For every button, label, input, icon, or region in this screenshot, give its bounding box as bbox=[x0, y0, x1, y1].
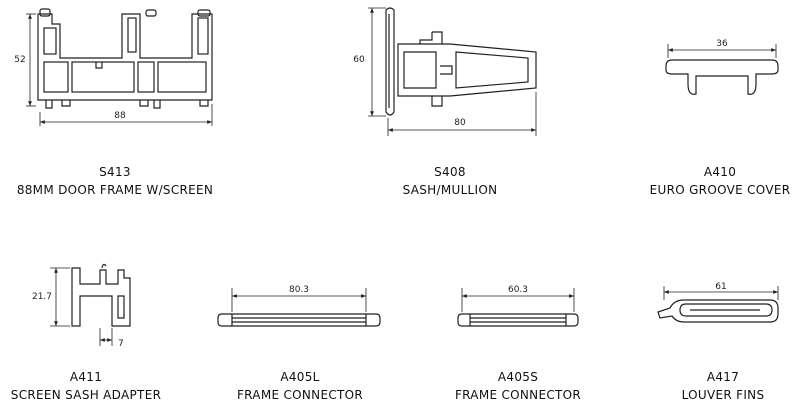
caption-a417: A417 LOUVER FINS bbox=[648, 368, 798, 404]
a411-dimensions bbox=[50, 267, 113, 346]
a405l-dimensions bbox=[231, 288, 367, 312]
s413-drawing bbox=[37, 8, 213, 109]
caption-code: A405S bbox=[497, 370, 539, 384]
s408-dim-width: 80 bbox=[454, 118, 466, 128]
caption-a411: A411 SCREEN SASH ADAPTER bbox=[0, 368, 172, 404]
a417-drawing bbox=[657, 299, 779, 323]
caption-code: S413 bbox=[99, 165, 131, 179]
a405l-dim-width: 80.3 bbox=[289, 285, 309, 295]
s413-dimensions bbox=[26, 13, 213, 126]
a417-dimensions bbox=[663, 286, 779, 300]
s408-dim-height: 60 bbox=[353, 55, 365, 65]
caption-a405l: A405L FRAME CONNECTOR bbox=[222, 368, 378, 404]
caption-code: A417 bbox=[706, 370, 740, 384]
s413-dim-width: 88 bbox=[114, 111, 126, 121]
caption-code: A405L bbox=[280, 370, 320, 384]
a410-dim-width: 36 bbox=[716, 39, 728, 49]
caption-s413: S413 88MM DOOR FRAME W/SCREEN bbox=[0, 163, 230, 199]
s408-drawing bbox=[385, 7, 537, 116]
caption-name: SASH/MULLION bbox=[402, 183, 498, 197]
caption-code: A411 bbox=[69, 370, 103, 384]
caption-name: FRAME CONNECTOR bbox=[454, 388, 582, 402]
a405s-dim-width: 60.3 bbox=[508, 285, 528, 295]
a417-dim-width: 61 bbox=[715, 282, 726, 292]
caption-code: S408 bbox=[434, 165, 466, 179]
caption-name: FRAME CONNECTOR bbox=[236, 388, 364, 402]
a411-dim-width: 7 bbox=[118, 339, 124, 349]
s408-dimensions bbox=[368, 7, 537, 136]
a405l-drawing bbox=[217, 313, 381, 327]
a410-drawing bbox=[665, 59, 779, 95]
caption-name: LOUVER FINS bbox=[681, 388, 765, 402]
caption-a410: A410 EURO GROOVE COVER bbox=[640, 163, 800, 199]
caption-s408: S408 SASH/MULLION bbox=[360, 163, 540, 199]
a405s-dimensions bbox=[461, 288, 575, 312]
caption-name: EURO GROOVE COVER bbox=[649, 183, 791, 197]
caption-code: A410 bbox=[703, 165, 737, 179]
s413-dim-height: 52 bbox=[14, 55, 25, 65]
a410-dimensions bbox=[667, 44, 777, 58]
caption-name: 88MM DOOR FRAME W/SCREEN bbox=[16, 183, 214, 197]
caption-name: SCREEN SASH ADAPTER bbox=[10, 388, 162, 402]
a411-drawing bbox=[71, 263, 131, 327]
a411-dim-height: 21.7 bbox=[32, 292, 52, 302]
caption-a405s: A405S FRAME CONNECTOR bbox=[440, 368, 596, 404]
a405s-drawing bbox=[457, 313, 579, 327]
